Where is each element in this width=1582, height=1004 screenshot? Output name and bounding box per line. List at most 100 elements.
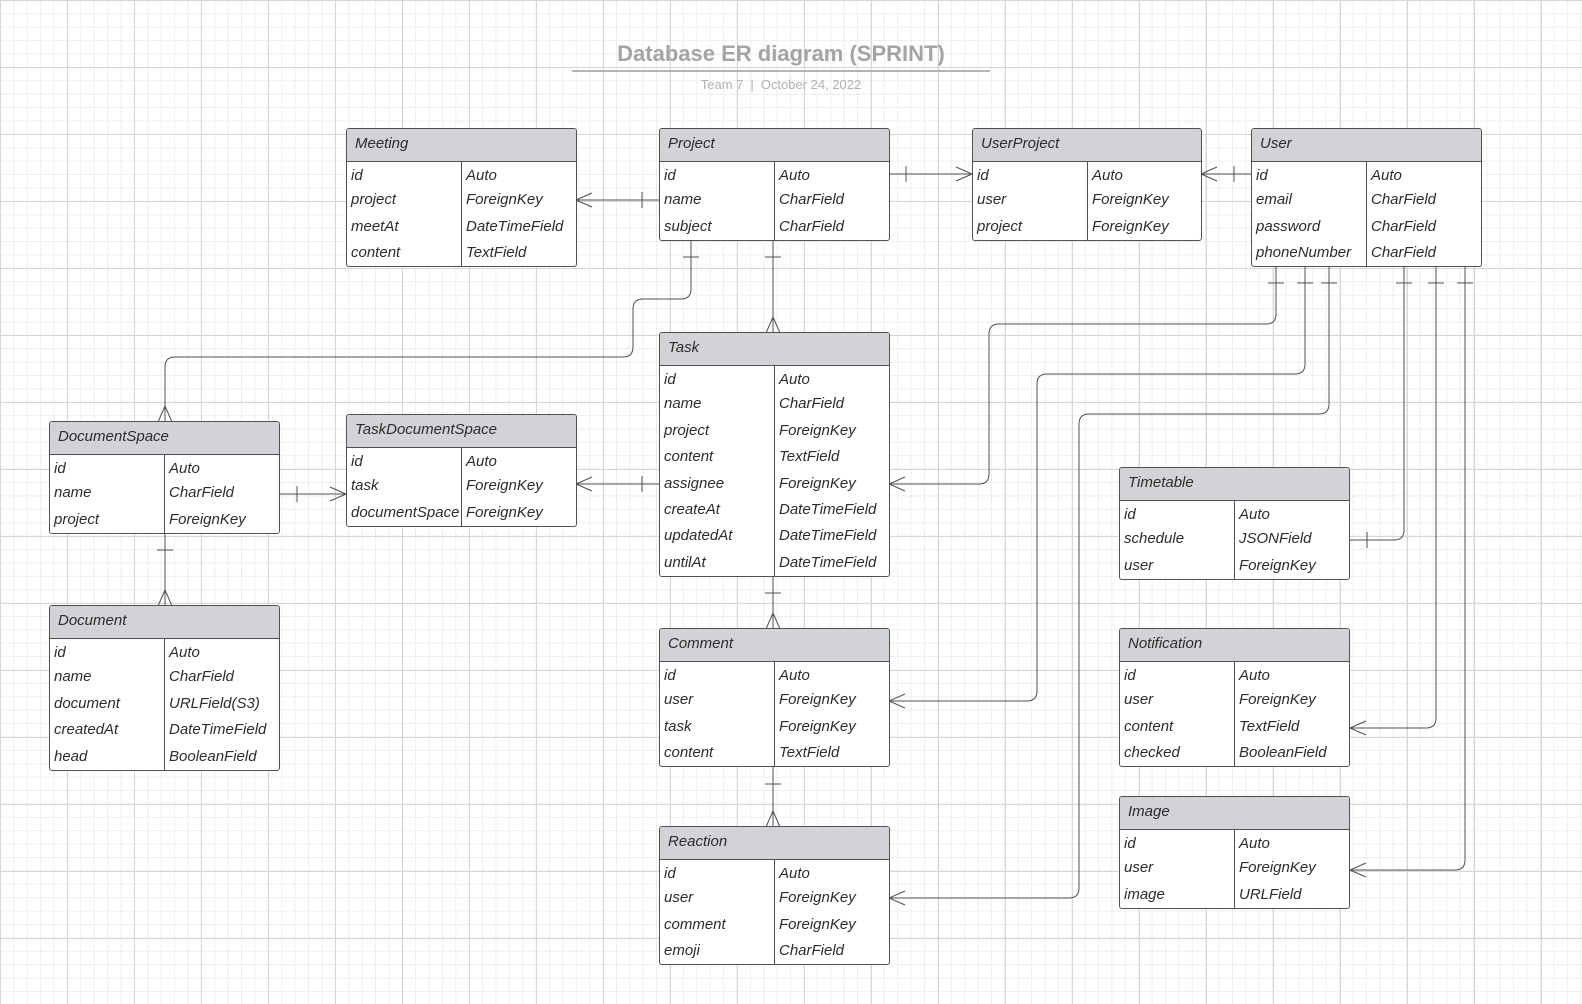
- rel-task-comment[interactable]: [765, 576, 781, 630]
- rel-user-reaction[interactable]: [888, 267, 1337, 906]
- field-name: id: [660, 662, 775, 689]
- field-name: task: [347, 474, 462, 501]
- field-name: project: [660, 418, 775, 446]
- rel-user-notification[interactable]: [1349, 267, 1444, 736]
- rel-project-documentspace[interactable]: [157, 240, 699, 423]
- field-name: id: [347, 162, 462, 189]
- field-type: CharField: [1371, 217, 1437, 235]
- rel-documentspace-taskdocumentspace[interactable]: [280, 486, 347, 502]
- rel-user-timetable[interactable]: [1350, 267, 1412, 548]
- field-name: id: [1252, 162, 1367, 189]
- rel-user-image[interactable]: [1349, 267, 1473, 878]
- field-name: meetAt: [347, 214, 462, 242]
- title-block: Database ER diagram (SPRINT) Team 7|Octo…: [572, 40, 990, 92]
- field-type: CharField: [1371, 191, 1437, 209]
- rel-user-userproject[interactable]: [1200, 166, 1251, 182]
- field-type: URLField(S3): [169, 694, 260, 712]
- field-type: Auto: [779, 371, 810, 388]
- rel-comment-reaction[interactable]: [765, 767, 781, 828]
- rel-user-comment[interactable]: [888, 267, 1313, 709]
- field-type: TextField: [466, 244, 527, 262]
- entity-title: Reaction: [660, 827, 889, 860]
- field-name: content: [660, 445, 775, 472]
- field-name: user: [1120, 856, 1235, 883]
- field-type: DateTimeField: [779, 500, 877, 518]
- rel-task-taskdocumentspace[interactable]: [575, 476, 659, 492]
- rel-project-meeting[interactable]: [575, 192, 659, 208]
- field-name: phoneNumber: [1252, 241, 1367, 266]
- rel-project-userproject[interactable]: [889, 166, 973, 182]
- field-type: CharField: [169, 484, 235, 502]
- rel-documentspace-document[interactable]: [157, 533, 173, 607]
- field-type: Auto: [169, 644, 200, 661]
- rel-project-task[interactable]: [765, 240, 781, 334]
- field-type: DateTimeField: [169, 721, 267, 739]
- rel-user-task[interactable]: [888, 267, 1284, 492]
